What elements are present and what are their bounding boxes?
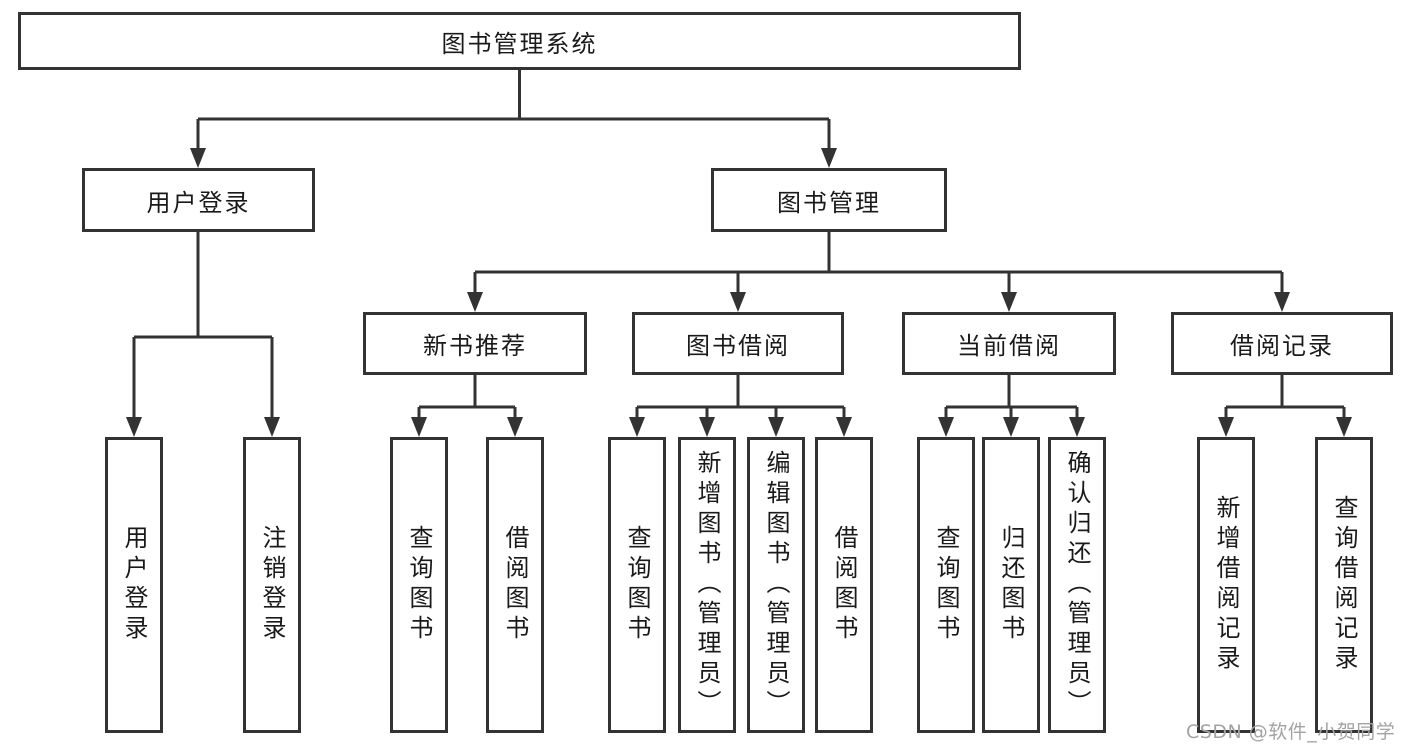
- node-current-borrowing: 当前借阅: [902, 312, 1116, 375]
- leaf-query-borrow-record: 查询借阅记录: [1315, 437, 1373, 733]
- leaf-user-login: 用户登录: [105, 437, 163, 733]
- leaf-edit-book-admin: 编辑图书（管理员）: [747, 437, 805, 733]
- node-book-management: 图书管理: [711, 168, 947, 232]
- leaf-borrow-books-borrowing: 借阅图书: [815, 437, 873, 733]
- leaf-return-book: 归还图书: [982, 437, 1040, 733]
- leaf-query-books-current: 查询图书: [917, 437, 975, 733]
- leaf-query-books-borrowing: 查询图书: [608, 437, 666, 733]
- node-user-login: 用户登录: [82, 168, 315, 232]
- csdn-watermark: CSDN @软件_小贺同学: [1186, 721, 1396, 743]
- leaf-query-books-recommend: 查询图书: [390, 437, 448, 733]
- leaf-logout: 注销登录: [243, 437, 301, 733]
- node-library-management-system: 图书管理系统: [18, 12, 1021, 70]
- leaf-add-borrow-record: 新增借阅记录: [1197, 437, 1255, 733]
- node-book-borrowing: 图书借阅: [632, 312, 844, 375]
- node-new-book-recommend: 新书推荐: [363, 312, 587, 375]
- node-borrowing-records: 借阅记录: [1171, 312, 1393, 375]
- leaf-borrow-books-recommend: 借阅图书: [486, 437, 544, 733]
- leaf-add-book-admin: 新增图书（管理员）: [678, 437, 736, 733]
- leaf-confirm-return-admin: 确认归还（管理员）: [1048, 437, 1106, 733]
